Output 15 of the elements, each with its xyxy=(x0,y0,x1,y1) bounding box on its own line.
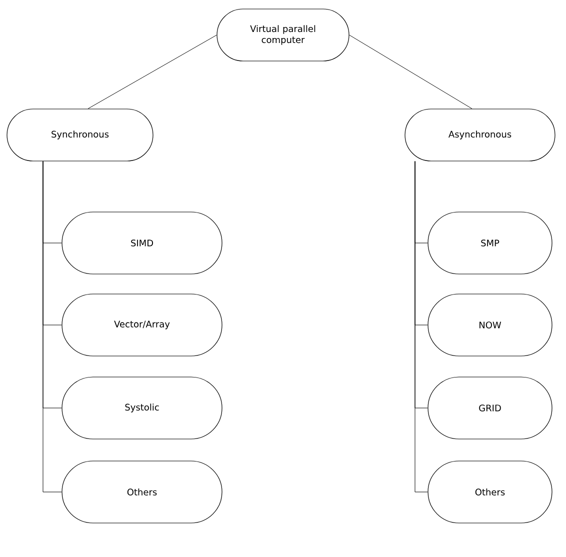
rounded-box: Asynchronous xyxy=(404,108,556,162)
rounded-box: Others xyxy=(428,460,552,524)
rounded-box: NOW xyxy=(428,294,552,356)
connector-line xyxy=(42,161,62,492)
connector-line xyxy=(88,34,217,109)
connector-line xyxy=(349,34,472,109)
rounded-box: Synchronous xyxy=(6,108,154,162)
rounded-box: GRID xyxy=(428,376,552,440)
rounded-box: Vector/Array xyxy=(62,294,222,356)
rounded-box: Virtual parallel computer xyxy=(216,8,350,62)
connector-line xyxy=(414,161,428,492)
rounded-box: SIMD xyxy=(62,212,222,274)
rounded-box: Systolic xyxy=(62,376,222,440)
rounded-box: Others xyxy=(62,460,222,524)
rounded-box: SMP xyxy=(428,212,552,274)
